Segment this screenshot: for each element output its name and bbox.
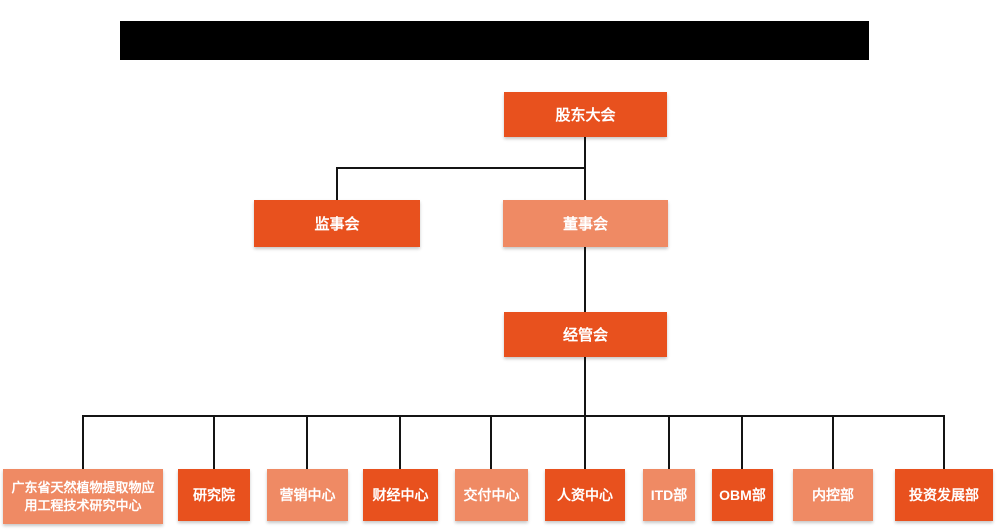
dept-finance-center: 财经中心 [363,469,438,521]
connector-drop-dept-7 [668,415,670,469]
connector-departments-horizontal [82,415,945,417]
connector-directors-to-management [584,247,586,312]
connector-drop-dept-6 [584,415,586,469]
connector-drop-dept-4 [399,415,401,469]
dept-itd: ITD部 [643,469,695,521]
connector-drop-dept-3 [306,415,308,469]
connector-drop-dept-1 [82,415,84,469]
node-supervisory-board: 监事会 [254,200,420,247]
node-shareholders-meeting: 股东大会 [504,92,667,137]
connector-supervisors-drop [336,167,338,200]
dept-obm: OBM部 [712,469,773,521]
dept-investment-development: 投资发展部 [895,469,993,521]
redacted-title-bar [120,21,869,60]
node-management-committee: 经管会 [504,312,667,357]
connector-drop-dept-10 [943,415,945,469]
dept-marketing-center: 营销中心 [267,469,348,521]
node-board-of-directors: 董事会 [503,200,668,247]
connector-drop-dept-5 [490,415,492,469]
connector-branch-horizontal [336,167,586,169]
connector-drop-dept-8 [741,415,743,469]
dept-guangdong-plant-extract-research-center: 广东省天然植物提取物应用工程技术研究中心 [3,469,163,524]
dept-delivery-center: 交付中心 [455,469,528,521]
dept-research-institute: 研究院 [178,469,250,521]
dept-hr-center: 人资中心 [545,469,625,521]
connector-drop-dept-2 [213,415,215,469]
connector-management-down [584,357,586,417]
dept-internal-control: 内控部 [793,469,873,521]
connector-drop-dept-9 [832,415,834,469]
